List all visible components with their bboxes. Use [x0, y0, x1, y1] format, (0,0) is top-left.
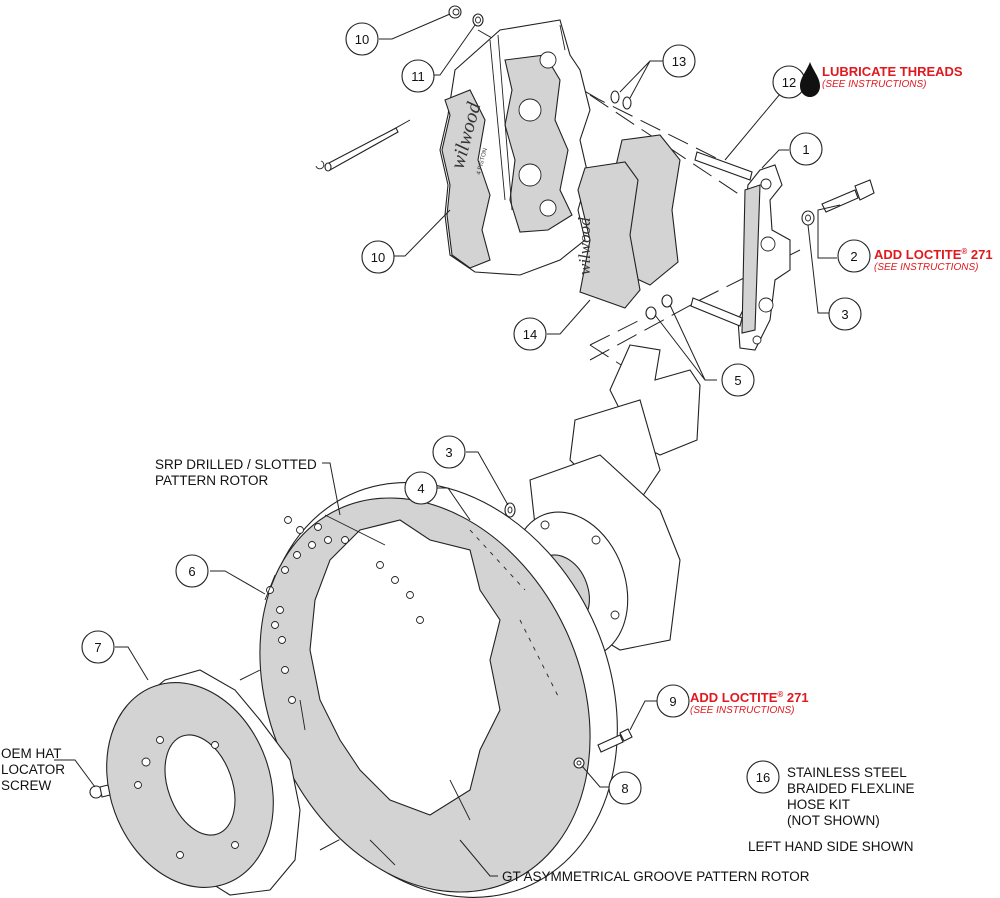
rotor-hat [106, 669, 301, 896]
rotor [259, 482, 618, 898]
svg-text:14: 14 [523, 327, 537, 342]
see-instructions-text: (SEE INSTRUCTIONS) [822, 79, 927, 90]
stud-washers [610, 90, 632, 110]
callout-3-bracket: 3 [828, 297, 862, 331]
side-shown-label: LEFT HAND SIDE SHOWN [748, 839, 914, 854]
lubricate-threads-text: LUBRICATE THREADS [822, 64, 963, 79]
oil-drop-icon [800, 62, 820, 97]
gt-rotor-label: GT ASYMMETRICAL GROOVE PATTERN ROTOR [502, 869, 810, 884]
loctite-text: ADD LOCTITE [690, 690, 778, 705]
svg-text:10: 10 [371, 250, 385, 265]
pin-washer [472, 13, 484, 27]
hat-bolt [597, 728, 633, 753]
see-instructions-text: (SEE INSTRUCTIONS) [690, 705, 795, 716]
callout-6: 6 [175, 554, 209, 588]
callout-11: 10 [345, 22, 379, 56]
callout-15: 14 [513, 317, 547, 351]
lubricate-threads-note: LUBRICATE THREADS (SEE INSTRUCTIONS) [822, 64, 963, 91]
registered-mark: ® [961, 247, 968, 256]
svg-text:9: 9 [669, 694, 676, 709]
see-instructions-text: (SEE INSTRUCTIONS) [874, 262, 979, 273]
loctite-text: ADD LOCTITE [874, 247, 962, 262]
svg-text:4: 4 [417, 481, 424, 496]
svg-text:3: 3 [445, 445, 452, 460]
bracket-bolt [821, 179, 875, 213]
pad-logo: wilwood [575, 217, 594, 275]
svg-text:3: 3 [841, 307, 848, 322]
svg-text:16: 16 [756, 770, 770, 785]
loctite-note-9: ADD LOCTITE® 271 (SEE INSTRUCTIONS) [690, 688, 809, 716]
svg-text:2: 2 [850, 249, 857, 264]
hub-washer [504, 502, 516, 518]
loctite-note-2: ADD LOCTITE® 271 (SEE INSTRUCTIONS) [874, 245, 993, 273]
rotor-drill-holes [266, 516, 424, 704]
callout-7: 7 [81, 630, 115, 664]
loctite-grade: 271 [783, 690, 809, 705]
pin-nut [448, 5, 462, 19]
oem-hat-locator-screw [89, 784, 111, 799]
hat-washer [573, 757, 585, 769]
svg-text:6: 6 [188, 564, 195, 579]
svg-text:13: 13 [672, 54, 686, 69]
callout-1: 1 [789, 132, 823, 166]
callout-12: 11 [401, 59, 435, 93]
svg-text:12: 12 [782, 75, 796, 90]
callout-16: 16 [746, 760, 780, 794]
callout-4: 4 [404, 471, 438, 505]
svg-text:1: 1 [802, 142, 809, 157]
brake-pads: wilwood [575, 134, 681, 309]
callout-8: 8 [608, 771, 642, 805]
caliper-bracket [690, 151, 791, 351]
svg-text:7: 7 [94, 640, 101, 655]
callout-2: 2 [837, 239, 871, 273]
oem-screw-label: OEM HAT LOCATOR SCREW [1, 746, 66, 793]
callout-14: 13 [662, 44, 696, 78]
svg-text:10: 10 [355, 32, 369, 47]
caliper-pin [315, 127, 399, 172]
shim-washers [645, 294, 673, 320]
loctite-grade: 271 [967, 247, 993, 262]
callout-5: 5 [721, 363, 755, 397]
callout-9: 9 [656, 684, 690, 718]
hose-kit-label: STAINLESS STEEL BRAIDED FLEXLINE HOSE KI… [787, 765, 915, 828]
svg-text:11: 11 [411, 69, 425, 84]
svg-text:8: 8 [621, 781, 628, 796]
registered-mark: ® [777, 690, 784, 699]
callout-13: 12 [772, 65, 806, 99]
caliper: wilwood 4 PISTON [439, 19, 591, 276]
srp-rotor-label: SRP DRILLED / SLOTTED PATTERN ROTOR [155, 457, 317, 488]
callout-3-hub: 3 [432, 435, 466, 469]
bracket-washer [801, 210, 815, 226]
svg-text:5: 5 [734, 373, 741, 388]
callout-10: 10 [361, 240, 395, 274]
